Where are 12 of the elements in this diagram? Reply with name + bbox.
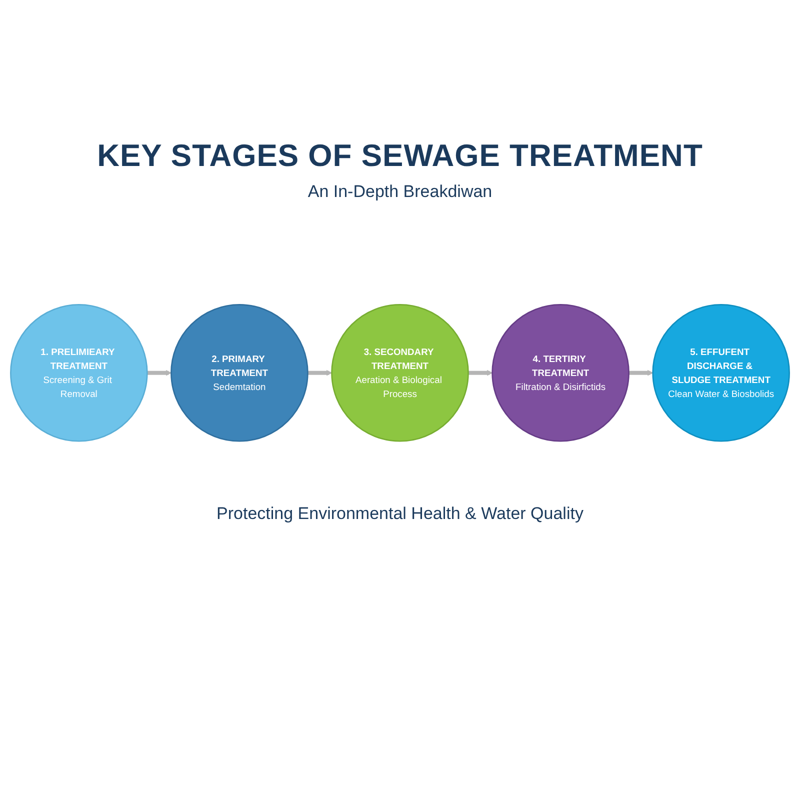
caption: Protecting Environmental Health & Water Quality: [216, 504, 584, 524]
title: KEY STAGES OF SEWAGE TREATMENT: [97, 138, 703, 174]
node-circle: 2. PRIMARY TREATMENT Sedemtation: [170, 304, 308, 442]
arrow: [468, 370, 493, 376]
node-circle: 3. SECONDARY TREATMENT Aeration & Biological Process: [331, 304, 469, 442]
node-circle: 5. EFFUFENT DISCHARGE & SLUDGE TREATMENT Clean Water & Biosbolids: [652, 304, 790, 442]
node-circle: 1. PRELIMIEARY TREATMENT Screening & Grit Removal: [10, 304, 148, 442]
arrow: [147, 370, 172, 376]
subtitle: An In-Depth Breakdiwan: [308, 182, 492, 202]
node-circle: 4. TERTIRIY TREATMENT Filtration & Disirfictids: [492, 304, 630, 442]
arrow: [628, 370, 654, 376]
arrow: [308, 370, 332, 376]
